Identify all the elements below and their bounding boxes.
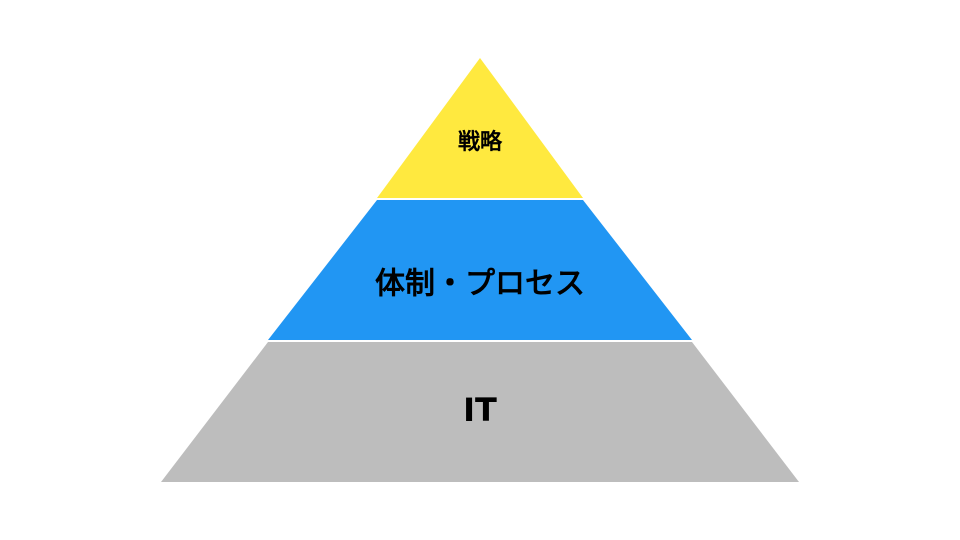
pyramid-tier-top-shape [377, 58, 583, 198]
pyramid-tier-bottom-label: IT [463, 391, 497, 429]
pyramid-tier-middle-label: 体制・プロセス [375, 267, 585, 302]
pyramid-tier-top-label: 戦略 [458, 129, 503, 155]
pyramid-tier-bottom-shape [161, 342, 799, 482]
pyramid-tier-middle-shape [268, 200, 692, 340]
